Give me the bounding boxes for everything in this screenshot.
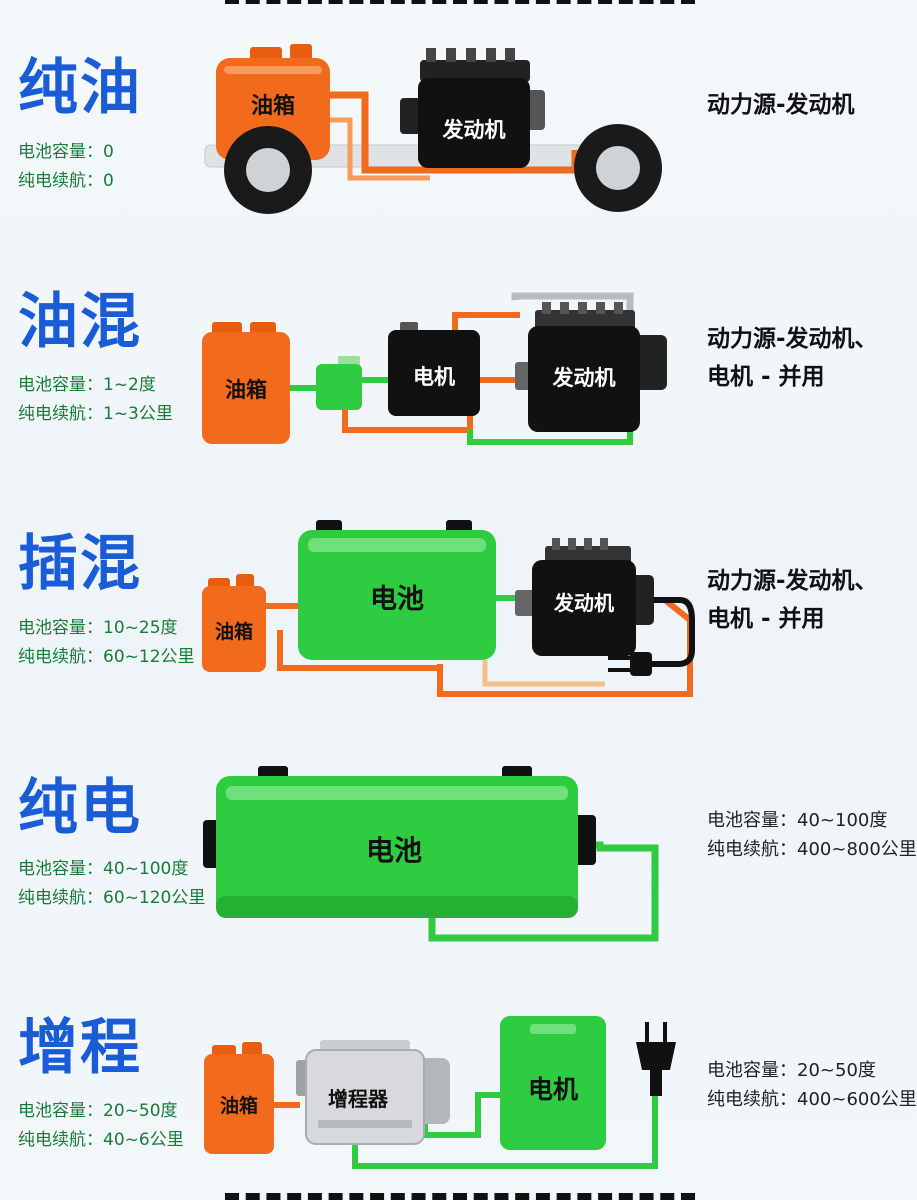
- spec-battery-capacity: 电池容量：10~25度: [18, 618, 178, 638]
- spec-electric-range: 纯电续航：40~6公里: [18, 1130, 184, 1150]
- power-source: 动力源-发动机: [707, 86, 855, 124]
- battery-icon: [298, 520, 496, 660]
- power-source-line: 电机 - 并用: [707, 606, 825, 632]
- engine-label: 发动机: [552, 366, 616, 390]
- section-title: 增程: [18, 1013, 142, 1083]
- spec-list: 电池容量：1~2度 纯电续航：1~3公里: [18, 371, 173, 429]
- pure-fuel-diagram: 油箱 发动机: [204, 44, 662, 214]
- section-title: 纯电: [18, 773, 142, 843]
- tank-label: 油箱: [220, 1094, 258, 1117]
- wheel-icon: [574, 124, 662, 212]
- tank-label: 油箱: [225, 378, 267, 402]
- power-source-line: 动力源-发动机、: [707, 568, 878, 594]
- charging-plug-icon: [608, 652, 652, 676]
- power-source-line: 动力源-发动机、: [707, 326, 878, 352]
- battery-label: 电池: [366, 834, 422, 867]
- spec-battery-capacity: 电池容量：40~100度: [707, 810, 888, 831]
- fuel-tank-icon: [204, 1042, 274, 1154]
- spec-electric-range: 纯电续航：60~120公里: [18, 888, 206, 908]
- power-source: 动力源-发动机、 电机 - 并用: [707, 562, 878, 638]
- range-extender-icon: [296, 1040, 450, 1145]
- motor-icon: [500, 1016, 606, 1150]
- spec-list: 电池容量：20~50度 纯电续航：40~6公里: [18, 1097, 184, 1155]
- tank-label: 油箱: [251, 93, 295, 119]
- spec-battery-capacity: 电池容量：0: [18, 142, 114, 162]
- spec-battery-capacity: 电池容量：40~100度: [18, 859, 189, 879]
- spec-electric-range: 纯电续航：400~800公里: [707, 839, 917, 860]
- small-battery-icon: [316, 356, 362, 410]
- spec-electric-range: 纯电续航：60~12公里: [18, 647, 195, 667]
- spec-list: 电池容量：0 纯电续航：0: [18, 138, 114, 196]
- section-title: 插混: [18, 529, 142, 599]
- engine-label: 发动机: [553, 591, 614, 615]
- power-source-line: 动力源-发动机: [707, 92, 855, 118]
- electric-line: [428, 841, 659, 942]
- spec-battery-capacity: 电池容量：1~2度: [18, 375, 156, 395]
- spec-electric-range: 纯电续航：0: [18, 171, 114, 191]
- engine-icon: [515, 538, 654, 656]
- motor-label: 电机: [413, 365, 455, 389]
- top-dashed-divider: [225, 0, 695, 4]
- spec-list: 电池容量：10~25度 纯电续航：60~12公里: [18, 614, 195, 672]
- mild-hybrid-diagram: 油箱 电机 发动机: [202, 292, 667, 445]
- bottom-dashed-divider: [225, 1193, 695, 1200]
- charging-plug-icon: [636, 1022, 676, 1096]
- spec-electric-range: 纯电续航：1~3公里: [18, 404, 173, 424]
- extender-label: 增程器: [328, 1087, 389, 1111]
- engine-icon: [400, 48, 545, 168]
- section-title: 纯油: [18, 53, 142, 123]
- right-spec-list: 电池容量：40~100度 纯电续航：400~800公里: [707, 806, 917, 864]
- power-source: 动力源-发动机、 电机 - 并用: [707, 320, 878, 396]
- plug-in-hybrid-diagram: 油箱 电池 发动机: [202, 520, 695, 697]
- battery-label: 电池: [370, 584, 424, 615]
- fuel-tank-icon: [202, 322, 290, 444]
- power-source-line: 电机 - 并用: [707, 364, 825, 390]
- fuel-tank-icon: [202, 574, 266, 672]
- spec-electric-range: 纯电续航：400~600公里: [707, 1089, 917, 1110]
- motor-label: 电机: [528, 1075, 578, 1104]
- engine-icon: [515, 302, 667, 432]
- spec-battery-capacity: 电池容量：20~50度: [707, 1060, 876, 1081]
- electric-line: [467, 430, 633, 445]
- engine-label: 发动机: [442, 118, 506, 142]
- wheel-icon: [224, 126, 312, 214]
- spec-battery-capacity: 电池容量：20~50度: [18, 1101, 178, 1121]
- section-title: 油混: [18, 287, 142, 357]
- pure-electric-diagram: 电池: [203, 766, 659, 942]
- tank-label: 油箱: [215, 620, 253, 643]
- motor-icon: [388, 322, 480, 416]
- spec-list: 电池容量：40~100度 纯电续航：60~120公里: [18, 855, 205, 913]
- battery-icon: [203, 766, 596, 918]
- right-spec-list: 电池容量：20~50度 纯电续航：400~600公里: [707, 1056, 917, 1114]
